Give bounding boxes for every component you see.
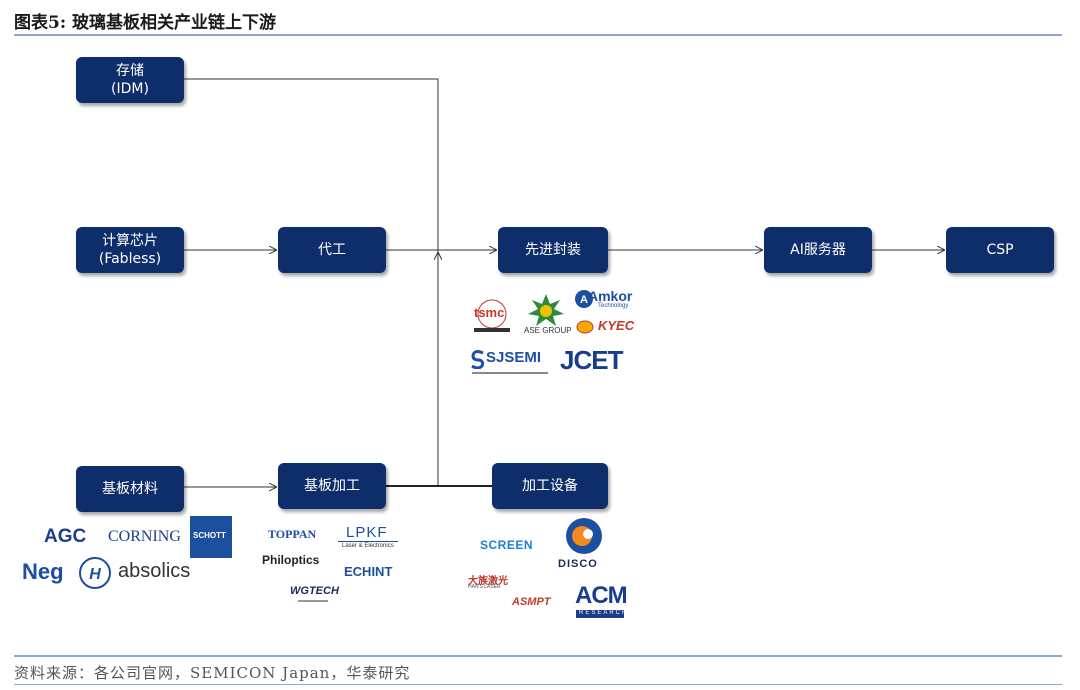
echint-logo: ECHINT [342,564,398,582]
svg-text:A: A [580,294,588,306]
node-csp-label: CSP [986,242,1014,258]
node-foundry-label: 代工 [318,242,346,258]
node-substrate-processing: 基板加工 [278,463,386,509]
acm-logo: ACM RESEARCH [574,582,629,620]
node-substrate-processing-label: 基板加工 [304,478,360,494]
agc-logo: AGC [42,526,100,548]
node-csp: CSP [946,227,1054,273]
tsmc-logo-text: tsmc [474,305,505,320]
acm-logo-subtext: RESEARCH [579,610,629,616]
node-compute-label: 计算芯片 [102,233,158,249]
lpkf-underline [338,541,398,542]
toppan-logo: TOPPAN [266,527,328,545]
ase-logo: ASE GROUP [522,292,572,338]
storage-connector [184,78,439,487]
node-processing-equipment: 加工设备 [492,463,608,509]
ase-star-icon [528,294,564,326]
node-advanced-packaging: 先进封装 [498,227,608,273]
schott-logo: SCHOTT [190,516,232,558]
node-foundry: 代工 [278,227,386,273]
corning-logo: CORNING [106,528,186,548]
lpkf-logo-text: LPKF [346,524,388,541]
acm-subtext-bar [576,610,624,618]
hans-logo-subtext: HAN'S LASER [468,584,501,590]
node-packaging-label: 先进封装 [525,242,581,258]
absolics-emblem-icon: H [79,557,111,589]
wgtech-logo: WGTECH [288,585,344,607]
node-storage: 存储 (IDM) [76,57,184,103]
jcet-logo-text: JCET [560,345,623,375]
node-ai-server-label: AI服务器 [790,242,846,258]
absolics-logo: H absolics [78,556,224,590]
philoptics-logo: Philoptics [262,553,322,571]
node-substrate-material-label: 基板材料 [102,481,158,497]
hans-logo-text: 大族激光 [468,576,508,587]
node-substrate-material: 基板材料 [76,466,184,512]
sjsemi-tagline [472,372,548,374]
schott-logo-text: SCHOTT [193,531,226,540]
amkor-logo-subtext: Technology [598,303,629,309]
node-compute-chips: 计算芯片 (Fabless) [76,227,184,273]
absolics-logo-text: absolics [118,560,191,582]
lpkf-logo-subtext: Laser & Electronics [342,543,394,549]
echint-logo-text: ECHINT [344,564,393,579]
svg-text:H: H [89,566,101,583]
kyec-logo-text: KYEC [598,318,635,333]
amkor-logo: A Amkor Technology [574,288,640,312]
ase-logo-text: ASE GROUP [524,326,572,335]
toppan-logo-text: TOPPAN [268,527,317,541]
philoptics-logo-text: Philoptics [262,553,320,567]
lpkf-logo: LPKF Laser & Electronics [336,524,400,552]
node-storage-sublabel: (IDM) [111,81,149,97]
footer-divider [14,655,1062,657]
kyec-logo: KYEC [576,318,646,338]
corning-logo-text: CORNING [108,528,181,545]
node-storage-label: 存储 [116,63,144,79]
hans-laser-logo: 大族激光 HAN'S LASER [468,572,516,594]
asmpt-logo: ASMPT [510,596,564,612]
sjsemi-s-icon [471,350,485,369]
kyec-badge-icon [576,320,594,334]
asmpt-logo-text: ASMPT [512,596,551,608]
sjsemi-logo-text: SJSEMI [486,349,542,366]
tsmc-logo: tsmc [470,296,514,336]
node-equipment-label: 加工设备 [522,478,578,494]
header-divider [14,34,1062,36]
screen-logo: SCREEN [478,538,542,554]
amkor-logo-text: Amkor [588,288,633,304]
screen-logo-text: SCREEN [480,538,534,552]
neg-logo: Neg [20,559,74,587]
neg-logo-text: Neg [22,559,64,584]
agc-logo-text: AGC [44,526,87,547]
disco-emblem-icon [566,518,602,554]
source-note: 资料来源：各公司官网，SEMICON Japan，华泰研究 [14,664,411,682]
disco-logo-text: DISCO [558,558,598,570]
jcet-logo: JCET [558,345,642,376]
wgtech-logo-text: WGTECH [290,585,339,597]
wgtech-tagline [298,600,328,602]
footer-bottom-divider [14,684,1062,685]
figure-title: 图表5: 玻璃基板相关产业链上下游 [14,13,277,33]
node-compute-sublabel: (Fabless) [98,251,162,267]
acm-logo-text: ACM [575,582,628,609]
disco-logo: DISCO [556,516,612,572]
amkor-circle-icon: A [575,290,593,308]
node-ai-server: AI服务器 [764,227,872,273]
sjsemi-logo: SJSEMI [470,348,550,380]
tsmc-emblem-icon [474,299,510,332]
